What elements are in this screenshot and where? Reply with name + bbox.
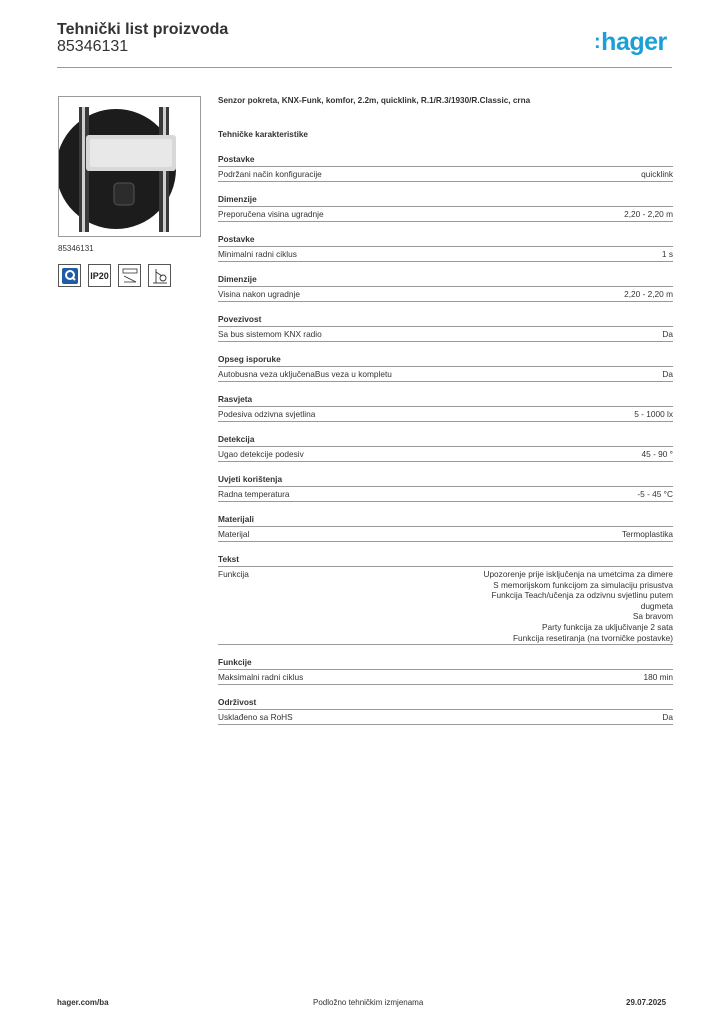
property-value: 45 - 90 ° xyxy=(641,449,673,459)
group-heading: Rasvjeta xyxy=(218,394,673,407)
product-description: Senzor pokreta, KNX-Funk, komfor, 2.2m, … xyxy=(218,96,531,105)
group-heading: Postavke xyxy=(218,234,673,247)
function-list: Upozorenje prije isključenja na umetcima… xyxy=(483,569,673,643)
property-value: 2,20 - 2,20 m xyxy=(624,209,673,219)
badge-row: IP20 xyxy=(58,264,171,287)
properties-table: Postavke Podržani način konfiguracije qui… xyxy=(218,154,673,737)
group-heading: Tekst xyxy=(218,554,673,567)
image-caption: 85346131 xyxy=(58,244,94,253)
property-label: Funkcija xyxy=(218,569,249,579)
property-value: Da xyxy=(662,369,673,379)
property-value: 1 s xyxy=(661,249,673,259)
property-row: Sa bus sistemom KNX radio Da xyxy=(218,327,673,342)
tech-characteristics-heading: Tehničke karakteristike xyxy=(218,130,308,139)
motion-sensor-illustration xyxy=(59,107,176,232)
property-row: Podržani način konfiguracije quicklink xyxy=(218,167,673,182)
product-code: 85346131 xyxy=(57,38,129,55)
function-line: Funkcija Teach/učenja za odzivnu svjetli… xyxy=(491,590,673,601)
property-label: Radna temperatura xyxy=(218,489,290,499)
property-row: Autobusna veza uključenaBus veza u kompl… xyxy=(218,367,673,382)
group-heading: Funkcije xyxy=(218,657,673,671)
property-label: Materijal xyxy=(218,529,250,539)
quicklink-icon xyxy=(58,264,81,287)
property-row: Funkcija Upozorenje prije isključenja na… xyxy=(218,567,673,646)
footer-date: 29.07.2025 xyxy=(626,998,667,1007)
property-row: Ugao detekcije podesiv 45 - 90 ° xyxy=(218,447,673,462)
property-value: 2,20 - 2,20 m xyxy=(624,289,673,299)
property-row: Preporučena visina ugradnje 2,20 - 2,20 m xyxy=(218,207,673,222)
property-row: Radna temperatura -5 - 45 °C xyxy=(218,487,673,502)
property-row: Podesiva odzivna svjetlina 5 - 1000 lx xyxy=(218,407,673,422)
ip20-label: IP20 xyxy=(90,270,109,281)
property-group: Povezivost Sa bus sistemom KNX radio Da xyxy=(218,314,673,342)
property-row: Minimalni radni ciklus 1 s xyxy=(218,247,673,262)
group-heading: Održivost xyxy=(218,697,673,711)
property-label: Podržani način konfiguracije xyxy=(218,169,322,179)
property-label: Autobusna veza uključenaBus veza u kompl… xyxy=(218,369,392,379)
function-line: dugmeta xyxy=(640,600,673,611)
property-row: Visina nakon ugradnje 2,20 - 2,20 m xyxy=(218,287,673,302)
installation-icon xyxy=(148,264,171,287)
property-group: Rasvjeta Podesiva odzivna svjetlina 5 - 1… xyxy=(218,394,673,422)
property-value: Termoplastika xyxy=(621,529,673,539)
property-group: Održivost Usklađeno sa RoHS Da xyxy=(218,697,673,726)
function-line: S memorijskom funkcijom za simulaciju pr… xyxy=(493,579,673,590)
property-row: Materijal Termoplastika xyxy=(218,527,673,542)
ip20-badge: IP20 xyxy=(88,264,111,287)
property-value: quicklink xyxy=(641,169,673,179)
property-value: 180 min xyxy=(643,672,673,683)
property-group: Detekcija Ugao detekcije podesiv 45 - 90 … xyxy=(218,434,673,462)
function-line: Party funkcija za uključivanje 2 sata xyxy=(542,621,673,632)
header-divider xyxy=(57,67,672,68)
logo-dots-icon: : xyxy=(594,31,601,53)
property-group-text: Tekst Funkcija Upozorenje prije isključe… xyxy=(218,554,673,646)
product-image xyxy=(58,96,201,237)
property-label: Visina nakon ugradnje xyxy=(218,289,300,299)
property-label: Usklađeno sa RoHS xyxy=(218,712,293,723)
property-group: Postavke Minimalni radni ciklus 1 s xyxy=(218,234,673,262)
property-group: Uvjeti korištenja Radna temperatura -5 - … xyxy=(218,474,673,502)
property-group: Dimenzije Preporučena visina ugradnje 2,2… xyxy=(218,194,673,222)
property-label: Maksimalni radni ciklus xyxy=(218,672,304,683)
function-line: Upozorenje prije isključenja na umetcima… xyxy=(483,569,673,579)
property-label: Preporučena visina ugradnje xyxy=(218,209,324,219)
group-heading: Opseg isporuke xyxy=(218,354,673,367)
property-label: Sa bus sistemom KNX radio xyxy=(218,329,322,339)
footer-website-link[interactable]: hager.com/ba xyxy=(57,998,109,1007)
group-heading: Povezivost xyxy=(218,314,673,327)
group-heading: Dimenzije xyxy=(218,274,673,287)
function-line: Sa bravom xyxy=(632,611,673,622)
property-label: Minimalni radni ciklus xyxy=(218,249,297,259)
group-heading: Postavke xyxy=(218,154,673,167)
property-value: 5 - 1000 lx xyxy=(634,409,673,419)
property-group: Postavke Podržani način konfiguracije qui… xyxy=(218,154,673,182)
function-line: Funkcija resetiranja (na tvorničke posta… xyxy=(512,632,673,643)
property-label: Podesiva odzivna svjetlina xyxy=(218,409,316,419)
hager-logo[interactable]: :hager xyxy=(594,28,667,57)
property-value: Da xyxy=(662,329,673,339)
logo-text: hager xyxy=(601,28,667,56)
property-group: Dimenzije Visina nakon ugradnje 2,20 - 2,… xyxy=(218,274,673,302)
group-heading: Uvjeti korištenja xyxy=(218,474,673,487)
property-row: Maksimalni radni ciklus 180 min xyxy=(218,670,673,686)
property-label: Ugao detekcije podesiv xyxy=(218,449,304,459)
footer-disclaimer: Podložno tehničkim izmjenama xyxy=(313,998,424,1007)
property-group: Opseg isporuke Autobusna veza uključenaB… xyxy=(218,354,673,382)
property-group: Materijali Materijal Termoplastika xyxy=(218,514,673,542)
property-value: -5 - 45 °C xyxy=(637,489,673,499)
group-heading: Materijali xyxy=(218,514,673,527)
mounting-height-icon xyxy=(118,264,141,287)
group-heading: Detekcija xyxy=(218,434,673,447)
property-group: Funkcije Maksimalni radni ciklus 180 min xyxy=(218,657,673,686)
group-heading: Dimenzije xyxy=(218,194,673,207)
page-title: Tehnički list proizvoda xyxy=(57,21,229,38)
property-value: Da xyxy=(662,712,673,723)
property-row: Usklađeno sa RoHS Da xyxy=(218,710,673,726)
